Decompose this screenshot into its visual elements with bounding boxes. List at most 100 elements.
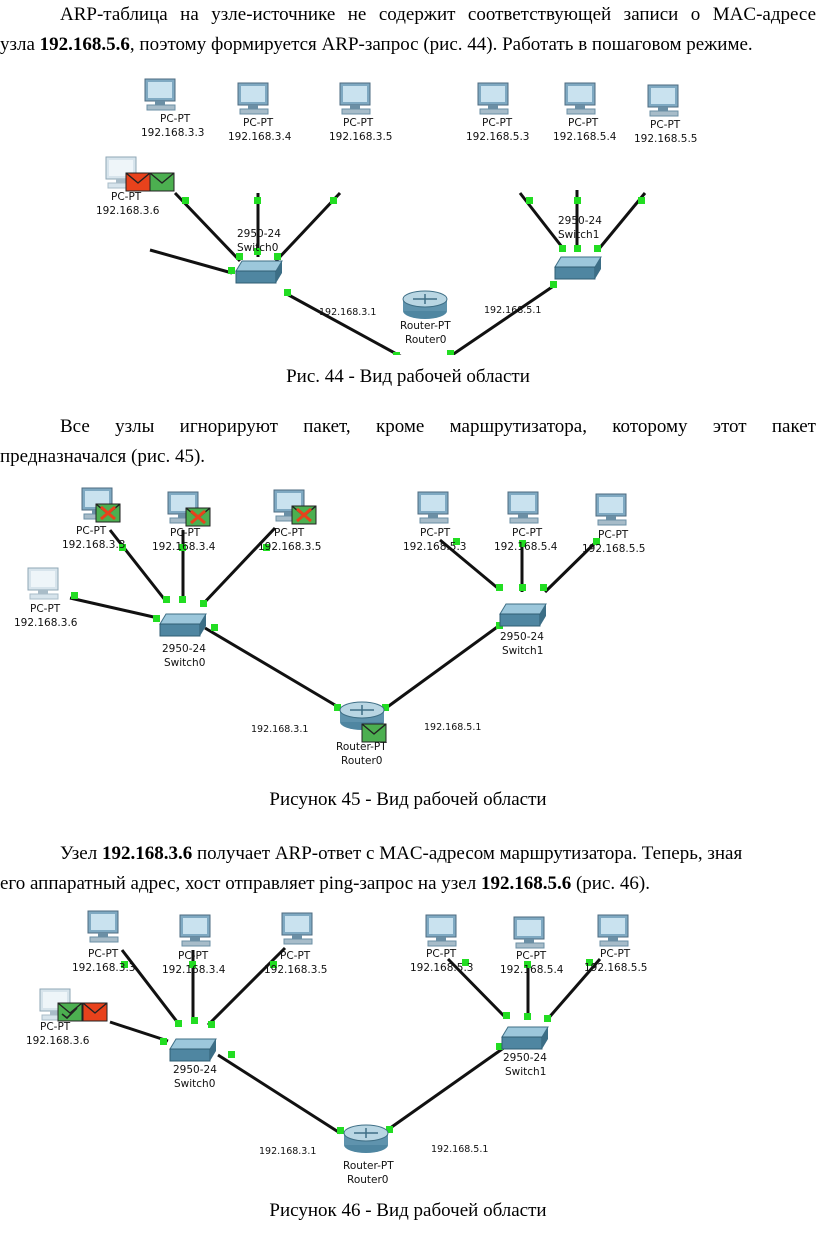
switch-model-label: 2950-24 bbox=[503, 1052, 547, 1064]
router-type-label: Router-PT bbox=[400, 320, 451, 332]
pc-ip-label: 192.168.3.6 bbox=[14, 617, 78, 629]
envelope-red-icon bbox=[82, 1002, 108, 1022]
router-name-label: Router0 bbox=[405, 334, 446, 346]
router-icon bbox=[339, 701, 385, 730]
pc-icon bbox=[144, 78, 176, 111]
pc-icon bbox=[339, 82, 371, 115]
pc-icon bbox=[281, 912, 313, 945]
pc-icon bbox=[507, 491, 539, 524]
pc-type-label: PC-PT bbox=[512, 527, 543, 539]
pc-ip-label: 192.168.3.3 bbox=[62, 539, 125, 551]
router-icon bbox=[343, 1124, 389, 1153]
pc-type-label: PC-PT bbox=[600, 948, 631, 960]
envelope-green-icon bbox=[149, 172, 175, 192]
envelope-red-icon bbox=[125, 172, 151, 192]
pc-ip-label: 192.168.3.5 bbox=[264, 964, 327, 976]
paragraph-3: Узел 192.168.3.6 получает ARP-ответ с MA… bbox=[0, 839, 816, 899]
figure-46: PC-PT 192.168.3.3 PC-PT 192.168.3.4 PC-P… bbox=[0, 905, 816, 1195]
pc-ip-label: 192.168.3.5 bbox=[258, 541, 321, 553]
router-left-ip-label: 192.168.3.1 bbox=[259, 1146, 316, 1157]
paragraph-3-line-2: его аппаратный адрес, хост отправляет pi… bbox=[0, 873, 650, 894]
pc-type-label: PC-PT bbox=[170, 527, 201, 539]
pc-type-label: PC-PT bbox=[650, 119, 681, 131]
pc-icon bbox=[27, 567, 59, 600]
switch-model-label: 2950-24 bbox=[558, 215, 602, 227]
pc-type-label: PC-PT bbox=[30, 603, 61, 615]
pc-type-label: PC-PT bbox=[178, 950, 209, 962]
network-topology-45: PC-PT 192.168.3.3 PC-PT 192.168.3.4 PC-P… bbox=[14, 487, 645, 767]
pc-icon bbox=[513, 916, 545, 949]
paragraph-1-line-2: узла 192.168.5.6, поэтому формируется AR… bbox=[0, 34, 753, 55]
pc-ip-label: 192.168.5.4 bbox=[494, 541, 558, 553]
envelope-rejected-icon bbox=[185, 507, 211, 527]
pc-ip-label: 192.168.5.5 bbox=[634, 133, 697, 145]
pc-ip-label: 192.168.5.3 bbox=[403, 541, 466, 553]
pc-type-label: PC-PT bbox=[243, 117, 274, 129]
router-left-ip-label: 192.168.3.1 bbox=[319, 307, 376, 318]
pc-icon bbox=[425, 914, 457, 947]
switch-model-label: 2950-24 bbox=[500, 631, 544, 643]
router-icon bbox=[402, 290, 448, 319]
pc-type-label: PC-PT bbox=[76, 525, 107, 537]
router-right-ip-label: 192.168.5.1 bbox=[424, 722, 481, 733]
router-type-label: Router-PT bbox=[343, 1160, 394, 1172]
pc-icon bbox=[417, 491, 449, 524]
router-name-label: Router0 bbox=[341, 755, 382, 767]
pc-type-label: PC-PT bbox=[274, 527, 305, 539]
pc-type-label: PC-PT bbox=[343, 117, 374, 129]
envelope-rejected-icon bbox=[291, 505, 317, 525]
figure-45: PC-PT 192.168.3.3 PC-PT 192.168.3.4 PC-P… bbox=[0, 480, 816, 775]
switch-icon bbox=[159, 613, 207, 637]
links bbox=[69, 526, 600, 710]
pc-icon bbox=[237, 82, 269, 115]
envelope-green-icon bbox=[57, 1002, 83, 1022]
switch-name-label: Switch1 bbox=[502, 645, 543, 657]
pc-ip-label: 192.168.5.3 bbox=[410, 962, 473, 974]
network-topology-46: PC-PT 192.168.3.3 PC-PT 192.168.3.4 PC-P… bbox=[26, 910, 647, 1186]
pc-ip-label: 192.168.5.5 bbox=[584, 962, 647, 974]
links bbox=[109, 946, 602, 1135]
switch-name-label: Switch1 bbox=[505, 1066, 546, 1078]
switch-name-label: Switch0 bbox=[174, 1078, 215, 1090]
router-name-label: Router0 bbox=[347, 1174, 388, 1186]
pc-ip-label: 192.168.5.4 bbox=[500, 964, 564, 976]
paragraph-2-line-2: предназначался (рис. 45). bbox=[0, 446, 206, 467]
ports bbox=[71, 538, 600, 711]
pc-ip-label: 192.168.3.3 bbox=[141, 127, 204, 139]
switch-model-label: 2950-24 bbox=[173, 1064, 217, 1076]
figure-44: PC-PT 192.168.3.3 PC-PT 192.168.3.4 PC-P… bbox=[0, 65, 816, 355]
pc-ip-label: 192.168.3.4 bbox=[152, 541, 216, 553]
pc-ip-label: 192.168.3.3 bbox=[72, 962, 135, 974]
switch-icon bbox=[235, 260, 283, 284]
pc-type-label: PC-PT bbox=[482, 117, 513, 129]
pc-type-label: PC-PT bbox=[280, 950, 311, 962]
pc-icon bbox=[647, 84, 679, 117]
pc-ip-label: 192.168.3.5 bbox=[329, 131, 392, 143]
pc-ip-label: 192.168.5.5 bbox=[582, 543, 645, 555]
pc-type-label: PC-PT bbox=[426, 948, 457, 960]
switch-model-label: 2950-24 bbox=[162, 643, 206, 655]
pc-ip-label: 192.168.3.6 bbox=[26, 1035, 90, 1047]
router-left-ip-label: 192.168.3.1 bbox=[251, 724, 308, 735]
pc-ip-label: 192.168.3.4 bbox=[162, 964, 226, 976]
switch-icon bbox=[169, 1038, 217, 1062]
pc-type-label: PC-PT bbox=[40, 1021, 71, 1033]
switch-icon bbox=[499, 603, 547, 627]
envelope-rejected-icon bbox=[95, 503, 121, 523]
router-right-ip-label: 192.168.5.1 bbox=[484, 305, 541, 316]
pc-icon bbox=[597, 914, 629, 947]
ip-highlight: 192.168.5.6 bbox=[480, 873, 572, 894]
paragraph-2: Все узлы игнорируют пакет, кроме маршрут… bbox=[0, 412, 816, 472]
pc-type-label: PC-PT bbox=[88, 948, 119, 960]
router-type-label: Router-PT bbox=[336, 741, 387, 753]
ports bbox=[121, 959, 593, 1134]
ip-highlight: 192.168.5.6 bbox=[39, 34, 130, 55]
pc-ip-label: 192.168.5.4 bbox=[553, 131, 617, 143]
pc-type-label: PC-PT bbox=[598, 529, 629, 541]
envelope-green-icon bbox=[361, 723, 387, 743]
switch-icon bbox=[554, 256, 602, 280]
paragraph-1-line-1: ARP-таблица на узле-источнике не содержи… bbox=[60, 4, 816, 25]
network-topology-44: PC-PT 192.168.3.3 PC-PT 192.168.3.4 PC-P… bbox=[96, 78, 697, 355]
ip-highlight: 192.168.3.6 bbox=[101, 843, 193, 864]
switch-name-label: Switch1 bbox=[558, 229, 599, 241]
